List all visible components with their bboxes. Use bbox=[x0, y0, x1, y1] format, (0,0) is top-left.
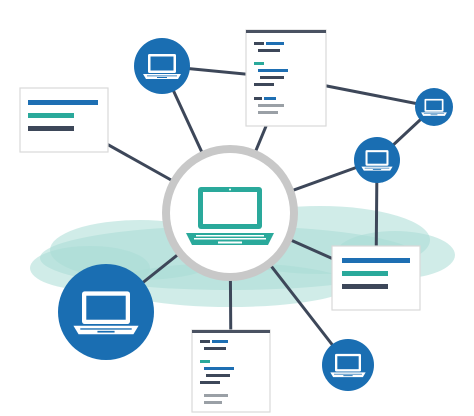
code-document-icon bbox=[200, 340, 234, 404]
laptop-right-mid bbox=[354, 137, 400, 183]
laptop-top bbox=[134, 38, 190, 94]
doc-bottom-header-bar bbox=[192, 330, 270, 333]
panel-right-bar-3 bbox=[342, 284, 388, 289]
laptop-icon bbox=[73, 291, 139, 335]
panel-left-bar-1 bbox=[28, 100, 98, 105]
device-nodes bbox=[58, 38, 453, 391]
doc-bottom-card bbox=[191, 329, 271, 413]
laptop-icon bbox=[330, 353, 366, 378]
laptop-icon bbox=[143, 54, 181, 79]
laptop-icon bbox=[361, 150, 393, 171]
doc-top-header-bar bbox=[246, 30, 326, 33]
laptop-bottom-right bbox=[322, 339, 374, 391]
panel-left bbox=[19, 87, 109, 153]
laptop-right-small bbox=[415, 88, 453, 126]
hub-node bbox=[162, 145, 298, 281]
panel-left-bar-2 bbox=[28, 113, 74, 118]
panel-right-bar-1 bbox=[342, 258, 410, 263]
panel-right-bar-2 bbox=[342, 271, 388, 276]
panel-right-card bbox=[331, 245, 421, 311]
panel-left-bar-3 bbox=[28, 126, 74, 131]
code-document-icon bbox=[254, 42, 288, 114]
laptop-icon bbox=[186, 187, 274, 245]
doc-top bbox=[245, 29, 327, 127]
laptop-icon bbox=[421, 98, 447, 116]
doc-bottom bbox=[191, 329, 271, 413]
laptop-large-left bbox=[58, 264, 154, 360]
panel-right bbox=[331, 245, 421, 311]
panel-left-card bbox=[19, 87, 109, 153]
doc-top-card bbox=[245, 29, 327, 127]
